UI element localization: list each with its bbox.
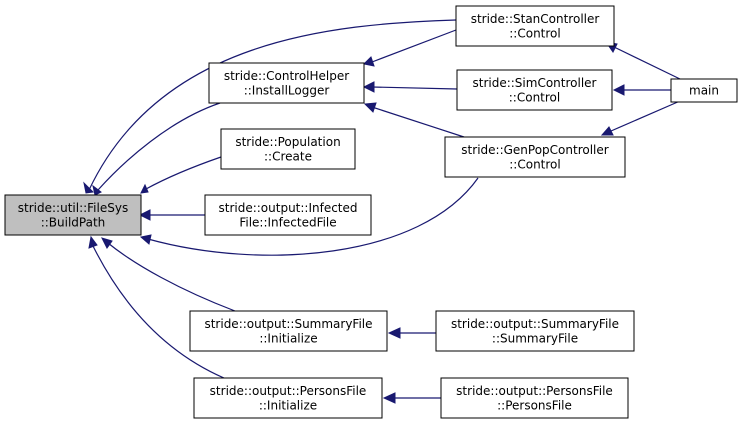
node-box: [456, 69, 613, 111]
node-label-line: stride::util::FileSys: [18, 201, 128, 215]
arrowhead-icon: [382, 392, 396, 404]
node-label-line: stride::output::PersonsFile: [210, 384, 367, 398]
edge-summary_ctor-to-summary_init: [387, 327, 436, 339]
node-population_create[interactable]: stride::Population::Create: [220, 128, 356, 170]
arrowhead-icon: [362, 81, 375, 93]
node-buildpath[interactable]: stride::util::FileSys::BuildPath: [4, 194, 142, 236]
edge-main-to-sim_control: [612, 84, 671, 96]
node-box: [208, 62, 365, 104]
edge-line: [371, 86, 458, 90]
node-label-line: ::Control: [509, 90, 560, 104]
edges-layer: [83, 19, 681, 404]
arrowhead-icon: [101, 237, 113, 249]
edge-line: [371, 106, 465, 138]
node-infectedfile[interactable]: stride::output::InfectedFile::InfectedFi…: [204, 194, 372, 236]
node-box: [193, 377, 383, 419]
edge-infectedfile-to-buildpath: [138, 209, 205, 221]
edge-population_create-to-buildpath: [140, 156, 222, 194]
node-label-line: stride::Population: [235, 135, 340, 149]
arrowhead-icon: [363, 102, 377, 113]
edge-sim_control-to-installlogger: [362, 81, 458, 93]
arrowhead-icon: [600, 126, 614, 136]
edge-line: [97, 102, 221, 191]
arrowhead-icon: [88, 235, 98, 249]
node-summary_init[interactable]: stride::output::SummaryFile::Initialize: [189, 310, 388, 352]
node-label-line: ::PersonsFile: [497, 398, 572, 412]
node-box: [220, 128, 356, 170]
edge-line: [147, 177, 479, 256]
arrowhead-icon: [83, 181, 95, 194]
node-label-line: ::Control: [509, 26, 560, 40]
edge-line: [610, 100, 681, 132]
edge-line: [88, 19, 457, 191]
node-label-line: stride::SimController: [473, 76, 597, 90]
node-box: [204, 194, 372, 236]
edge-line: [92, 245, 225, 379]
edge-line: [611, 45, 681, 80]
node-label-line: stride::GenPopController: [461, 143, 608, 157]
node-installlogger[interactable]: stride::ControlHelper::InstallLogger: [208, 62, 365, 104]
node-stan_control[interactable]: stride::StanController::Control: [455, 5, 615, 47]
node-box: [444, 136, 626, 178]
arrowhead-icon: [138, 209, 151, 221]
edge-line: [107, 242, 236, 312]
node-label-line: File::InfectedFile: [239, 215, 336, 229]
node-label-line: stride::output::SummaryFile: [451, 317, 619, 331]
node-main[interactable]: main: [670, 78, 738, 103]
node-persons_init[interactable]: stride::output::PersonsFile::Initialize: [193, 377, 383, 419]
arrowhead-icon: [140, 183, 149, 194]
node-label-line: ::InstallLogger: [244, 83, 330, 97]
node-summary_ctor[interactable]: stride::output::SummaryFile::SummaryFile: [435, 310, 635, 352]
node-label-line: stride::output::SummaryFile: [204, 317, 372, 331]
edge-line: [145, 156, 222, 190]
node-label-line: ::Control: [509, 157, 560, 171]
node-label-line: stride::output::PersonsFile: [456, 384, 613, 398]
arrowhead-icon: [92, 184, 102, 196]
edge-main-to-genpop_control: [600, 100, 681, 136]
node-label-line: ::Create: [264, 149, 312, 163]
edge-persons_ctor-to-persons_init: [382, 392, 441, 404]
nodes-layer: stride::util::FileSys::BuildPathstride::…: [4, 5, 738, 419]
node-label-line: stride::StanController: [471, 12, 600, 26]
edge-main-to-stan_control: [604, 41, 681, 80]
node-label-line: stride::ControlHelper: [224, 69, 349, 83]
node-box: [189, 310, 388, 352]
node-label-line: ::Initialize: [259, 331, 317, 345]
arrowhead-icon: [387, 327, 401, 339]
edge-genpop_control-to-installlogger: [363, 102, 465, 138]
node-box: [435, 310, 635, 352]
node-label-line: ::SummaryFile: [492, 331, 578, 345]
arrowhead-icon: [362, 56, 375, 67]
edge-stan_control-to-buildpath: [83, 19, 457, 194]
edge-line: [371, 29, 457, 63]
node-label-line: ::BuildPath: [41, 215, 106, 229]
arrowhead-icon: [139, 234, 152, 245]
node-label-line: main: [689, 84, 719, 98]
node-label-line: ::Initialize: [259, 398, 317, 412]
node-box: [670, 78, 738, 103]
node-box: [4, 194, 142, 236]
node-label-line: stride::output::Infected: [218, 201, 357, 215]
arrowhead-icon: [612, 84, 625, 96]
edge-genpop_control-to-buildpath: [139, 177, 479, 256]
node-persons_ctor[interactable]: stride::output::PersonsFile::PersonsFile: [440, 377, 629, 419]
edge-persons_init-to-buildpath: [88, 235, 225, 379]
edge-installlogger-to-buildpath: [92, 102, 221, 196]
node-box: [455, 5, 615, 47]
node-genpop_control[interactable]: stride::GenPopController::Control: [444, 136, 626, 178]
node-box: [440, 377, 629, 419]
edge-summary_init-to-buildpath: [101, 237, 236, 312]
edge-stan_control-to-installlogger: [362, 29, 457, 67]
node-sim_control[interactable]: stride::SimController::Control: [456, 69, 613, 111]
